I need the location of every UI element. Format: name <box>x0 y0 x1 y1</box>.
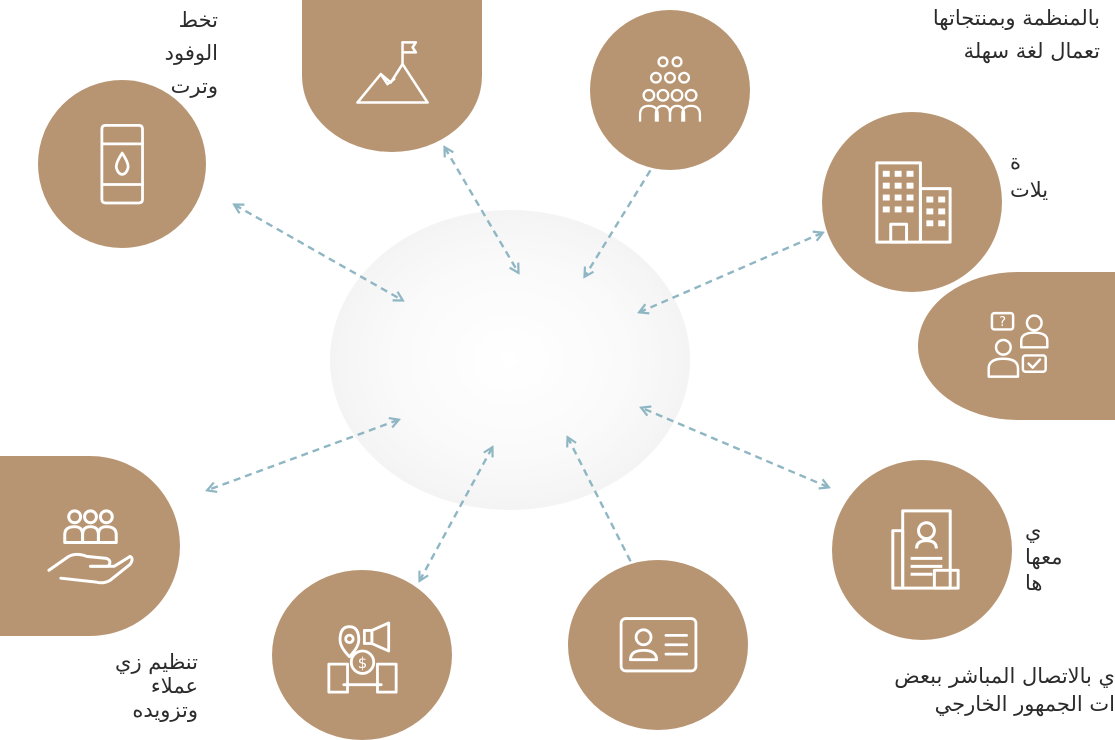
id-card-circle <box>568 560 748 730</box>
arrow-hand-people <box>208 420 398 490</box>
oil-barrel-circle <box>38 80 206 248</box>
id-card-icon <box>619 617 697 673</box>
arrow-crowd <box>585 150 663 276</box>
crowd-circle <box>590 10 750 170</box>
arrow-mountain <box>445 148 518 272</box>
label-top-left: تخط الوفود وترت <box>164 8 218 98</box>
arrow-id-card <box>568 438 636 572</box>
label-top-right: بالمنظمة وبمنتجاتها تعمال لغة سهلة <box>932 6 1100 63</box>
consultation-icon: ? <box>987 312 1049 379</box>
label-bottom-left: تنظيم زي عملاء وتزويده <box>115 650 198 722</box>
connector-arrows <box>0 0 1115 721</box>
svg-text:$: $ <box>357 654 367 672</box>
label-right-lower: ي معها ها <box>1025 519 1063 595</box>
documents-icon <box>890 508 960 590</box>
mountain-flag-icon <box>355 41 429 105</box>
buildings-circle <box>822 112 1002 292</box>
marketing-icon: $ <box>326 621 398 694</box>
arrow-documents <box>642 408 828 487</box>
arrow-marketing <box>420 448 492 580</box>
svg-text:?: ? <box>999 315 1006 330</box>
label-bottom-right: ي بالاتصال المباشر ببعض ات الجمهور الخار… <box>894 664 1115 716</box>
hand-people-icon <box>46 508 134 584</box>
label-right-upper: ة يلات <box>1010 150 1049 202</box>
buildings-icon <box>874 160 952 244</box>
documents-circle <box>832 460 1012 640</box>
marketing-circle: $ <box>272 570 452 740</box>
mountain-flag-circle <box>302 0 482 152</box>
hand-people-circle <box>0 456 180 636</box>
arrow-oil-barrel <box>235 205 402 300</box>
oil-barrel-icon <box>100 123 144 205</box>
consultation-circle: ? <box>918 272 1115 420</box>
arrow-buildings <box>640 233 822 312</box>
crowd-icon <box>638 56 702 122</box>
